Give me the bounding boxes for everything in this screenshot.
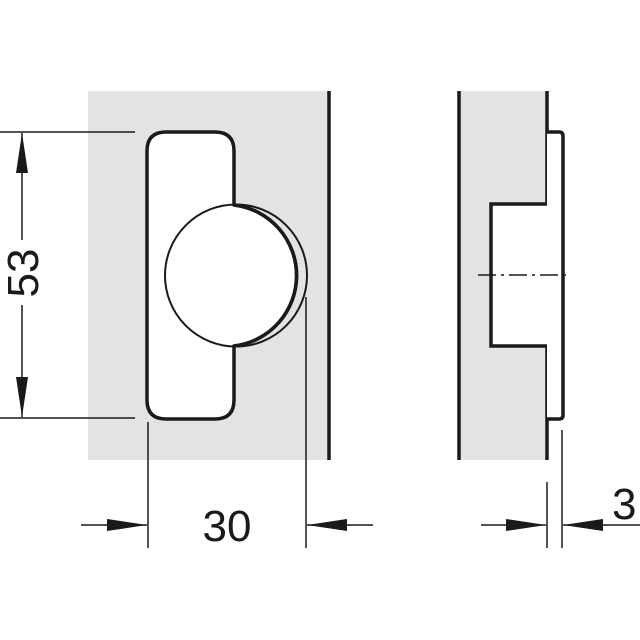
height-dimension-label: 53 — [0, 249, 48, 298]
front-view: 53 30 — [0, 91, 373, 551]
width-dimension-label: 30 — [203, 502, 252, 551]
thickness-dimension: 3 — [481, 430, 640, 548]
thickness-dimension-label: 3 — [612, 480, 636, 529]
width-dimension: 30 — [81, 297, 373, 551]
side-view: 3 — [457, 91, 640, 548]
hinge-cup-arc — [233, 203, 299, 348]
height-dimension: 53 — [0, 131, 135, 419]
